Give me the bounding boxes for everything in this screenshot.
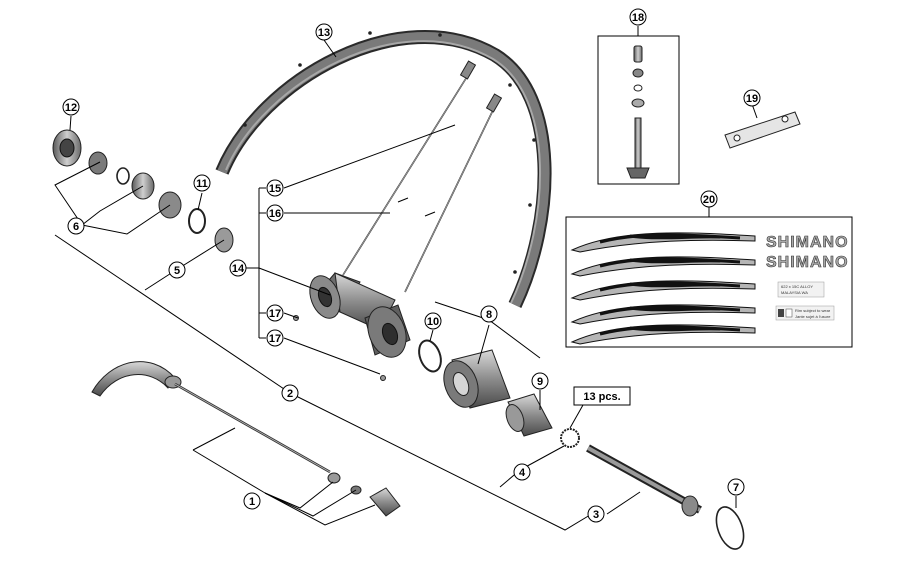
quick-release-skewer: [91, 361, 401, 517]
decal-stripe-4: [570, 304, 756, 325]
svg-text:6: 6: [73, 221, 79, 233]
svg-text:17: 17: [269, 333, 281, 345]
callout-19: 19: [743, 89, 761, 107]
callout-15: 15: [266, 179, 284, 197]
svg-text:19: 19: [746, 93, 758, 105]
svg-text:14: 14: [232, 263, 245, 275]
decal-stripe-5: [570, 324, 756, 345]
callout-16: 16: [266, 204, 284, 222]
callout-1: 1: [243, 492, 261, 510]
callout-4: 4: [513, 463, 531, 481]
svg-text:8: 8: [486, 309, 492, 321]
decal-brand-1: SHIMANO: [766, 234, 849, 251]
callout-20: 20: [700, 190, 718, 208]
svg-text:7: 7: [733, 482, 739, 494]
sticker-line-1: 622 x 15C ALLOY: [781, 284, 813, 289]
callout-14: 14: [229, 259, 247, 277]
callout-10: 10: [424, 312, 442, 330]
quantity-note: 13 pcs.: [573, 386, 631, 406]
warning-line-2: Jante sujet à l'usure: [795, 314, 831, 319]
decal-stripe-1: [570, 232, 756, 253]
svg-text:18: 18: [632, 12, 644, 24]
spokes: [342, 60, 503, 293]
callout-bubbles: 1 2 3 4 5 6 7 8 9 10 11 12 13 14 15 16 1…: [62, 8, 761, 523]
sticker-line-2: MALAYSIA WA: [781, 290, 808, 295]
callout-13: 13: [315, 23, 333, 41]
svg-text:3: 3: [593, 509, 599, 521]
svg-text:17: 17: [269, 308, 281, 320]
quantity-label: 13 pcs.: [583, 391, 620, 403]
decal-stripes: [570, 232, 756, 345]
warning-line-1: Rim subject to wear: [795, 308, 831, 313]
callout-17-top: 17: [266, 304, 284, 322]
freehub-assembly: [418, 339, 553, 437]
leader-lines: [54, 26, 758, 531]
callout-7: 7: [727, 478, 745, 496]
decal-set-box: SHIMANO SHIMANO 622 x 15C ALLOY MALAYSIA…: [565, 216, 853, 348]
svg-text:15: 15: [269, 183, 281, 195]
svg-text:10: 10: [427, 316, 439, 328]
decal-brand-2: SHIMANO: [766, 254, 849, 271]
callout-18: 18: [629, 8, 647, 26]
tubeless-valve-box: [597, 35, 680, 185]
decal-stripe-3: [570, 280, 756, 301]
svg-text:4: 4: [519, 467, 526, 479]
svg-text:16: 16: [269, 208, 281, 220]
hub-axle: [560, 428, 745, 550]
callout-12: 12: [62, 98, 80, 116]
svg-text:12: 12: [65, 102, 77, 114]
svg-text:11: 11: [196, 178, 208, 190]
rim: [215, 30, 552, 308]
valve-core-tool: [724, 111, 801, 149]
svg-text:5: 5: [174, 265, 180, 277]
callout-3: 3: [587, 505, 605, 523]
svg-text:20: 20: [703, 194, 715, 206]
callout-5: 5: [168, 261, 186, 279]
svg-text:9: 9: [537, 376, 543, 388]
callout-9: 9: [531, 372, 549, 390]
svg-text:13: 13: [318, 27, 330, 39]
decal-stripe-2: [570, 256, 756, 277]
callout-17-bottom: 17: [266, 329, 284, 347]
callout-8: 8: [480, 305, 498, 323]
cone-locknut-stack: [52, 129, 234, 253]
callout-2: 2: [281, 384, 299, 402]
svg-text:1: 1: [249, 496, 255, 508]
svg-text:2: 2: [287, 388, 293, 400]
callout-11: 11: [193, 174, 211, 192]
callout-6: 6: [67, 217, 85, 235]
